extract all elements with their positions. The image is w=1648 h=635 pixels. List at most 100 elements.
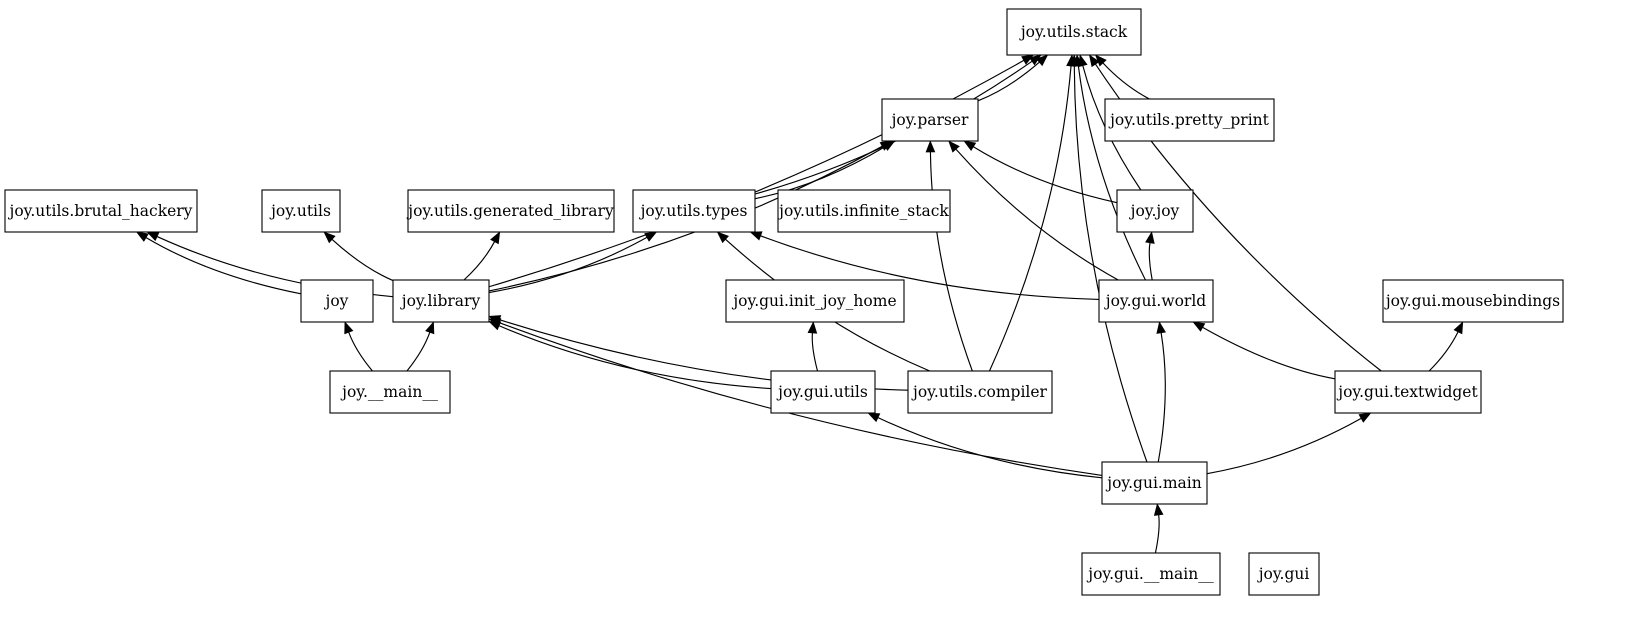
node-box-joy.utils[interactable] xyxy=(261,189,341,233)
node-joy.utils.types[interactable]: joy.utils.types xyxy=(632,189,756,233)
arrowhead-joy.__main__-to-joy xyxy=(344,321,354,335)
node-joy.utils.stack[interactable]: joy.utils.stack xyxy=(1006,8,1142,56)
edge-joy.gui.world-to-joy.utils.types xyxy=(760,235,1100,300)
arrowhead-joy.gui.world-to-joy.parser xyxy=(948,140,960,153)
node-joy.gui.__main__[interactable]: joy.gui.__main__ xyxy=(1081,552,1221,596)
node-box-joy.gui[interactable] xyxy=(1248,552,1320,596)
arrowhead-joy.library-to-joy.utils.generated_library xyxy=(490,231,501,245)
node-box-joy[interactable] xyxy=(300,279,374,323)
node-box-joy.utils.pretty_print[interactable] xyxy=(1104,98,1275,142)
edge-joy.library-to-joy.utils.generated_library xyxy=(463,241,496,281)
node-joy.utils.pretty_print[interactable]: joy.utils.pretty_print xyxy=(1104,98,1275,142)
node-label-joy.gui.utils: joy.gui.utils xyxy=(776,383,868,401)
node-label-joy.joy: joy.joy xyxy=(1129,202,1180,220)
edge-joy.__main__-to-joy xyxy=(348,332,373,372)
node-joy.gui.world[interactable]: joy.gui.world xyxy=(1098,279,1214,323)
node-joy[interactable]: joy xyxy=(300,279,374,323)
node-joy.parser[interactable]: joy.parser xyxy=(881,98,979,142)
node-label-joy.library: joy.library xyxy=(400,292,481,310)
edge-joy.utils.types-to-joy.parser xyxy=(754,146,886,200)
node-box-joy.utils.infinite_stack[interactable] xyxy=(777,189,951,233)
node-joy.joy[interactable]: joy.joy xyxy=(1116,189,1194,233)
arrowhead-joy.gui.textwidget-to-joy.gui.mousebindings xyxy=(1453,321,1464,335)
edge-joy.gui.main-to-joy.utils.stack xyxy=(1073,65,1148,463)
node-box-joy.gui.init_joy_home[interactable] xyxy=(725,279,905,323)
node-label-joy.__main__: joy.__main__ xyxy=(340,383,438,401)
arrowhead-joy.gui.main-to-joy.gui.textwidget xyxy=(1358,412,1372,423)
node-joy.gui.init_joy_home[interactable]: joy.gui.init_joy_home xyxy=(725,279,905,323)
node-box-joy.parser[interactable] xyxy=(881,98,979,142)
edge-joy.gui.main-to-joy.gui.world xyxy=(1157,332,1166,463)
arrowhead-joy.gui.main-to-joy.gui.utils xyxy=(867,412,881,423)
node-label-joy.gui.world: joy.gui.world xyxy=(1104,292,1207,310)
node-joy.library[interactable]: joy.library xyxy=(392,279,490,323)
node-box-joy.gui.world[interactable] xyxy=(1098,279,1214,323)
arrowhead-joy.utils.types-to-joy.utils.stack xyxy=(1028,54,1042,66)
node-joy.utils[interactable]: joy.utils xyxy=(261,189,341,233)
edge-joy.__main__-to-joy.library xyxy=(406,332,431,372)
node-box-joy.utils.brutal_hackery[interactable] xyxy=(4,189,198,233)
node-label-joy.gui.init_joy_home: joy.gui.init_joy_home xyxy=(731,292,896,310)
edge-joy.library-to-joy.parser xyxy=(488,145,883,292)
edge-joy.gui.world-to-joy.joy xyxy=(1148,242,1153,281)
node-box-joy.utils.stack[interactable] xyxy=(1006,8,1142,56)
node-joy.gui[interactable]: joy.gui xyxy=(1248,552,1320,596)
node-box-joy.utils.types[interactable] xyxy=(632,189,756,233)
node-label-joy.gui.mousebindings: joy.gui.mousebindings xyxy=(1384,292,1560,310)
node-label-joy.gui.main: joy.gui.main xyxy=(1105,474,1201,492)
node-label-joy.gui.textwidget: joy.gui.textwidget xyxy=(1336,383,1478,401)
arrowhead-joy.gui.__main__-to-joy.gui.main xyxy=(1153,503,1164,516)
node-label-joy.utils.infinite_stack: joy.utils.infinite_stack xyxy=(777,202,949,220)
node-box-joy.gui.mousebindings[interactable] xyxy=(1382,279,1564,323)
arrowhead-joy.gui.main-to-joy.gui.world xyxy=(1156,321,1166,334)
arrowhead-joy.utils.compiler-to-joy.utils.types xyxy=(716,231,729,244)
node-label-joy: joy xyxy=(324,292,349,310)
arrowhead-joy.gui.textwidget-to-joy.utils.stack xyxy=(1088,54,1100,68)
arrowhead-joy.__main__-to-joy.library xyxy=(425,321,435,335)
edge-joy.utils.pretty_print-to-joy.utils.stack xyxy=(1102,62,1150,100)
node-joy.__main__[interactable]: joy.__main__ xyxy=(329,370,451,414)
node-box-joy.joy[interactable] xyxy=(1116,189,1194,233)
node-label-joy.utils.types: joy.utils.types xyxy=(639,202,748,220)
node-label-joy.utils.stack: joy.utils.stack xyxy=(1019,23,1128,41)
arrowhead-joy.gui.main-to-joy.library xyxy=(488,318,502,328)
edge-joy.library-to-joy.utils.stack xyxy=(488,59,1025,288)
node-box-joy.__main__[interactable] xyxy=(329,370,451,414)
arrowhead-joy.joy-to-joy.parser xyxy=(963,140,977,152)
node-joy.utils.generated_library[interactable]: joy.utils.generated_library xyxy=(406,189,615,233)
arrowhead-joy.gui.textwidget-to-joy.gui.world xyxy=(1192,321,1206,332)
edge-joy.gui.main-to-joy.gui.utils xyxy=(877,417,1103,479)
node-label-joy.gui: joy.gui xyxy=(1257,565,1310,583)
node-label-joy.utils: joy.utils xyxy=(269,202,331,220)
edge-joy.joy-to-joy.parser xyxy=(973,146,1118,204)
node-joy.gui.main[interactable]: joy.gui.main xyxy=(1101,461,1208,505)
edge-joy.gui.main-to-joy.gui.textwidget xyxy=(1206,417,1362,475)
node-joy.gui.utils[interactable]: joy.gui.utils xyxy=(770,370,876,414)
node-box-joy.utils.compiler[interactable] xyxy=(907,370,1053,414)
node-box-joy.utils.generated_library[interactable] xyxy=(407,189,615,233)
node-box-joy.gui.main[interactable] xyxy=(1101,461,1208,505)
arrowhead-joy.gui.main-to-joy.utils.stack xyxy=(1069,54,1080,67)
node-box-joy.gui.textwidget[interactable] xyxy=(1334,370,1482,414)
edge-joy.library-to-joy.utils xyxy=(331,238,394,282)
node-label-joy.utils.brutal_hackery: joy.utils.brutal_hackery xyxy=(8,202,193,220)
node-label-joy.parser: joy.parser xyxy=(890,111,969,129)
edge-joy.gui.main-to-joy.library xyxy=(499,322,1103,476)
node-label-joy.utils.generated_library: joy.utils.generated_library xyxy=(406,202,614,220)
edge-joy.gui.__main__-to-joy.gui.main xyxy=(1154,514,1160,554)
node-box-joy.gui.__main__[interactable] xyxy=(1081,552,1221,596)
edge-joy.utils.compiler-to-joy.parser xyxy=(929,151,973,372)
node-joy.gui.textwidget[interactable]: joy.gui.textwidget xyxy=(1334,370,1482,414)
arrowhead-joy.library-to-joy.utils xyxy=(323,231,336,244)
edge-joy.gui.world-to-joy.parser xyxy=(955,148,1119,281)
node-joy.utils.infinite_stack[interactable]: joy.utils.infinite_stack xyxy=(777,189,951,233)
node-box-joy.gui.utils[interactable] xyxy=(770,370,876,414)
edge-joy.parser-to-joy.utils.stack xyxy=(977,61,1040,102)
node-joy.utils.compiler[interactable]: joy.utils.compiler xyxy=(907,370,1053,414)
node-box-joy.library[interactable] xyxy=(392,279,490,323)
arrowhead-joy.library-to-joy.utils.types xyxy=(644,231,658,242)
node-joy.utils.brutal_hackery[interactable]: joy.utils.brutal_hackery xyxy=(4,189,198,233)
node-joy.gui.mousebindings[interactable]: joy.gui.mousebindings xyxy=(1382,279,1564,323)
arrowhead-joy.utils.types-to-joy.parser xyxy=(882,140,896,151)
